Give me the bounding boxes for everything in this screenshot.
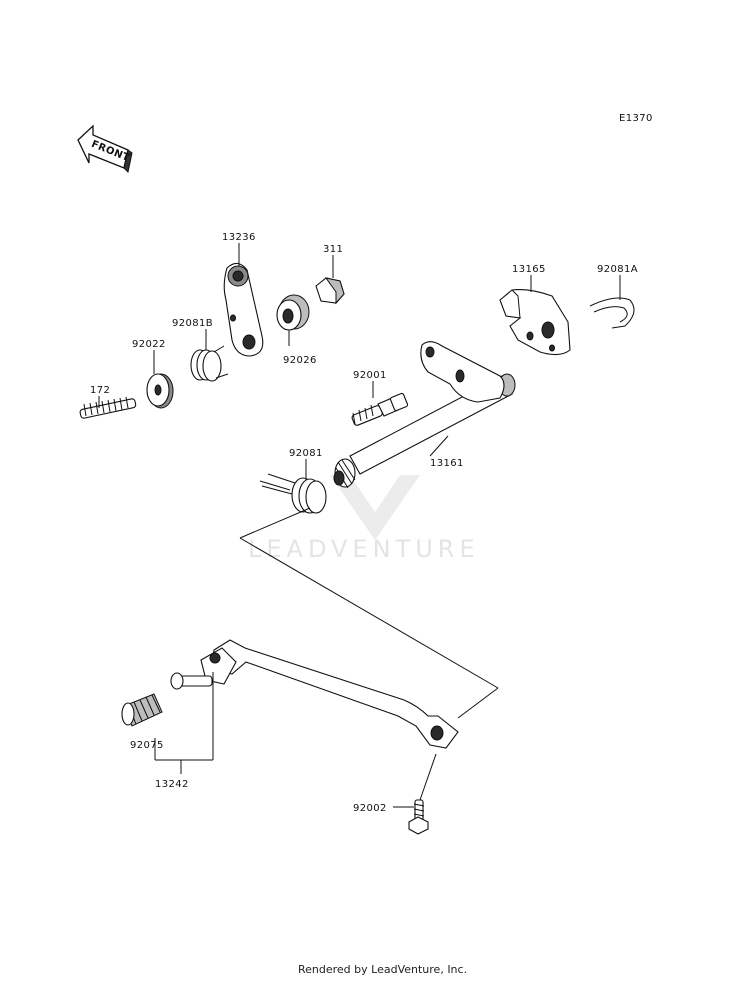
label-13161: 13161 [430,458,464,469]
label-92026: 92026 [283,355,317,366]
rubber-92075 [121,693,163,727]
lever-13236 [223,262,264,357]
shaft-13161 [333,341,516,489]
watermark-text: LEADVENTURE [248,535,480,563]
bolt-92001 [351,392,409,426]
label-92002: 92002 [353,803,387,814]
nut-311 [315,277,345,305]
washer-92022 [146,373,174,409]
label-172: 172 [90,385,110,396]
label-311: 311 [323,244,343,255]
label-13242: 13242 [155,779,189,790]
label-92081B: 92081B [172,318,213,329]
clip-92081A [589,297,635,329]
leader-lines [98,243,621,808]
diagram-code: E1370 [619,113,653,124]
bolt-92002 [408,799,429,835]
spring-92081 [259,473,327,514]
label-92081: 92081 [289,448,323,459]
stud-172 [79,396,137,419]
footer-credit: Rendered by LeadVenture, Inc. [298,963,467,976]
label-13165: 13165 [512,264,546,275]
label-92081A: 92081A [597,264,638,275]
label-92001: 92001 [353,370,387,381]
label-13236: 13236 [222,232,256,243]
label-92075: 92075 [130,740,164,751]
plate-13165 [499,289,571,356]
collar-92026 [276,294,310,331]
label-92022: 92022 [132,339,166,350]
spring-92081B [190,345,229,382]
front-arrow-icon: FRONT [77,124,133,174]
watermark-logo: LEADVENTURE [248,475,480,563]
pedal-13242 [170,639,459,749]
